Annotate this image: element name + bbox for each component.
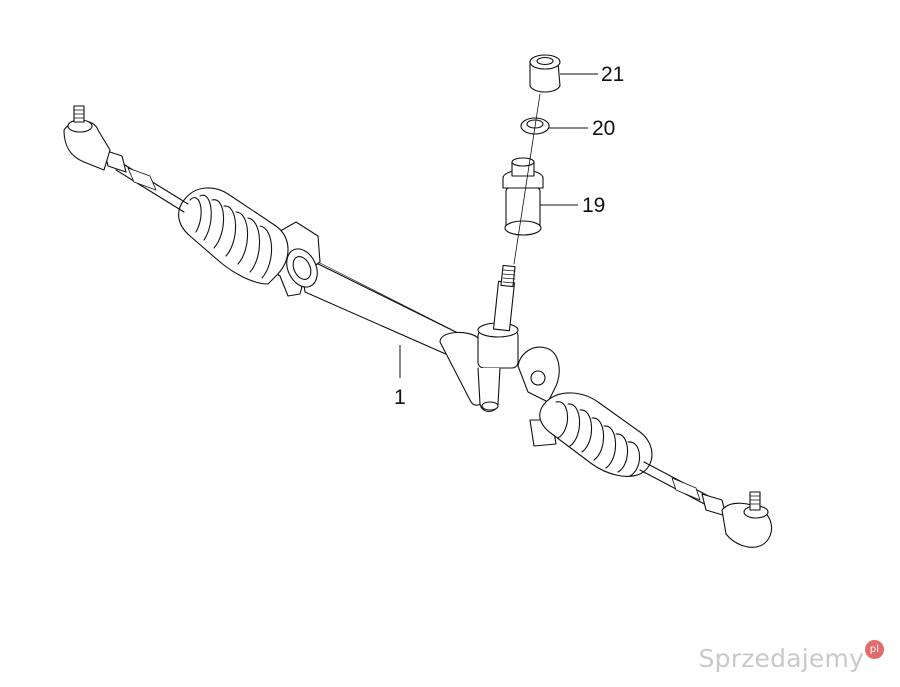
- pinion-seal-sleeve: [502, 157, 544, 236]
- assembly-axis-line: [513, 93, 541, 265]
- watermark-logo: Sprzedajemy pl: [698, 640, 884, 673]
- right-tie-rod: [639, 461, 727, 517]
- label-part-20: 20: [592, 117, 615, 140]
- left-tie-rod-end: [63, 105, 111, 171]
- pinion-input-shaft: [492, 264, 516, 332]
- label-part-1: 1: [394, 386, 406, 409]
- left-tie-rod: [103, 149, 189, 213]
- watermark-badge: pl: [865, 640, 884, 659]
- left-bellows-boot: [178, 187, 289, 285]
- right-bellows-boot: [539, 392, 653, 477]
- label-part-21: 21: [601, 63, 624, 86]
- watermark-text: Sprzedajemy: [698, 644, 864, 673]
- label-part-19: 19: [582, 194, 605, 217]
- right-tie-rod-end: [721, 491, 773, 548]
- dust-cap: [529, 54, 561, 93]
- pinion-housing: [439, 322, 519, 413]
